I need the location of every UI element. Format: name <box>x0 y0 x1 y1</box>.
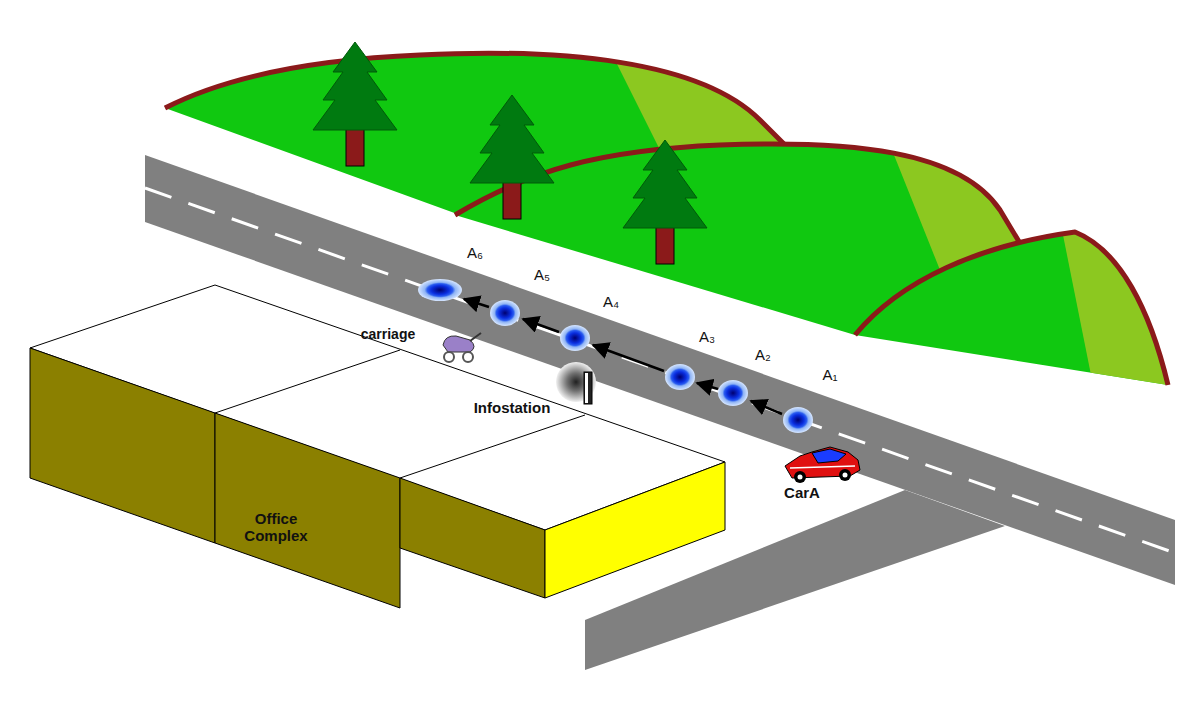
carriage-basket <box>443 336 474 352</box>
tree-trunk <box>346 126 364 166</box>
building-front <box>400 478 545 598</box>
car-hub <box>843 473 848 478</box>
carriage-handle <box>470 333 481 341</box>
position-dot <box>783 407 813 433</box>
movement-arrow <box>697 383 718 389</box>
carriage-wheel <box>463 352 473 362</box>
object-label: Infostation <box>474 399 551 416</box>
trees <box>313 42 707 264</box>
position-label: A₁ <box>822 366 837 383</box>
building-front <box>215 413 400 608</box>
movement-arrow <box>593 345 664 371</box>
roof-divider <box>215 350 400 413</box>
position-label: A₂ <box>755 346 771 363</box>
object-label: CarA <box>784 484 820 501</box>
movement-arrow <box>464 299 489 307</box>
tree-trunk <box>503 179 521 219</box>
carriage-wheel <box>444 352 454 362</box>
pine-tree <box>623 140 707 264</box>
hill-middle-ridge <box>455 144 1030 260</box>
position-label: A₄ <box>603 293 619 310</box>
movement-arrows <box>464 299 782 414</box>
tree-crown <box>313 42 397 130</box>
tree-crown <box>470 95 554 183</box>
tree-crown <box>623 140 707 228</box>
position-dot <box>490 300 520 326</box>
movement-arrow <box>751 401 782 414</box>
tree-trunk <box>656 224 674 264</box>
infostation-post <box>584 372 592 404</box>
position-dot <box>560 325 590 351</box>
pine-tree <box>313 42 397 166</box>
hill-front-light <box>1060 220 1185 420</box>
position-dot <box>718 380 748 406</box>
car-hub <box>798 475 803 480</box>
car-wheel <box>794 471 806 483</box>
car-stripe <box>790 466 855 468</box>
car-icon <box>785 447 860 483</box>
position-markers <box>418 279 813 433</box>
hill-back-ridge <box>165 53 790 150</box>
building-label: Office Complex <box>229 510 324 545</box>
office-building <box>30 285 725 608</box>
movement-arrow <box>523 319 559 332</box>
building-side <box>545 462 725 598</box>
position-label: A₃ <box>699 328 715 345</box>
pine-tree <box>470 95 554 219</box>
car-window <box>812 449 846 463</box>
carriage-icon <box>443 333 481 362</box>
hill-front-ridge <box>855 232 1168 385</box>
position-label: A₆ <box>467 244 483 261</box>
building-front <box>30 348 215 543</box>
infostation-post-face <box>585 373 588 403</box>
position-dot <box>665 364 695 390</box>
position-label: A₅ <box>534 266 550 283</box>
position-dot <box>418 279 462 301</box>
object-label: carriage <box>361 326 415 342</box>
roof-divider <box>400 415 585 478</box>
infostation-symbol <box>556 362 596 404</box>
car-wheel <box>839 469 851 481</box>
